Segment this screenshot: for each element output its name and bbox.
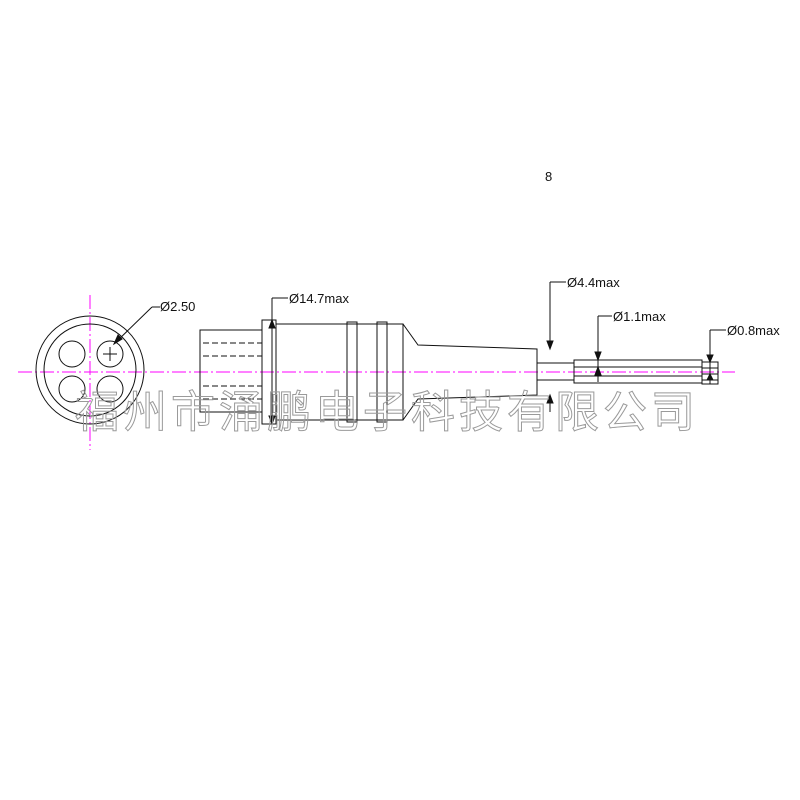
housing-dim-arrow-top [268, 318, 276, 329]
plug-main-body [275, 323, 404, 421]
core-dim-arrow-top [594, 351, 602, 362]
conductor-dim-arrow-bottom [706, 372, 714, 381]
pin-leader-arrow [112, 334, 123, 346]
front-view [35, 306, 160, 425]
conductor-dim-arrow-top [706, 354, 714, 364]
pin-diameter-label: Ø2.50 [160, 299, 195, 314]
front-inner-ring [43, 323, 137, 417]
housing-dim-arrow-bottom [268, 415, 276, 426]
grip-ring-2 [376, 321, 388, 423]
cable-dim-arrow-bottom [546, 393, 554, 404]
side-view [199, 319, 719, 425]
grip-ring-1 [346, 321, 358, 423]
top-mark: 8 [545, 169, 552, 184]
dimension-lines [268, 281, 726, 426]
pin-hole-bottom-right [96, 375, 124, 403]
conductor-diameter-label: Ø0.8max [727, 323, 780, 338]
front-outer-ring [35, 315, 145, 425]
housing-diameter-label: Ø14.7max [289, 291, 349, 306]
pin-hole-top-right [96, 340, 124, 368]
pin-hole-top-left [58, 340, 86, 368]
core-dim-arrow-bottom [594, 365, 602, 376]
cable-diameter-label: Ø4.4max [567, 275, 620, 290]
cable-dim-arrow-top [546, 340, 554, 351]
core-diameter-label: Ø1.1max [613, 309, 666, 324]
pin-hole-bottom-left [58, 375, 86, 403]
company-watermark: 福州市涌鹏电子科技有限公司 [75, 387, 699, 438]
